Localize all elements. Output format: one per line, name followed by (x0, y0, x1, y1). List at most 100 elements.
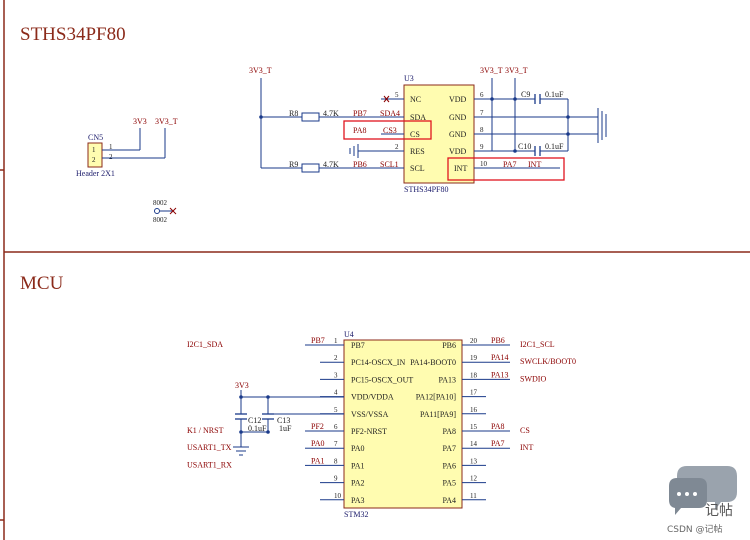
mcu-net-port: PA14 (491, 353, 509, 362)
c12-ref: C12 (248, 416, 261, 425)
sensor-pin-name: NC (410, 95, 421, 104)
mcu-pin-num: 2 (334, 354, 338, 362)
highlight-int-box (447, 157, 565, 181)
mcu-pin-name: PA7 (443, 444, 457, 453)
mcu-pin-name: VDD/VDDA (351, 393, 394, 402)
c10-value: 0.1uF (545, 142, 564, 151)
mcu-net-port: PF2 (311, 422, 324, 431)
mcu-net-port: PA13 (491, 370, 509, 379)
c9-ref: C9 (521, 90, 530, 99)
sensor-right-wiring (491, 78, 607, 152)
mcu-pin-name: PA5 (443, 479, 457, 488)
sensor-pin-num: 9 (480, 143, 484, 151)
mcu-pin-num: 18 (470, 371, 478, 379)
mcu-net-label: USART1_RX (187, 460, 232, 469)
junction-dot (566, 115, 570, 119)
c13-ref: C13 (277, 416, 290, 425)
net-port-pa7: PA7 (503, 160, 517, 169)
r9-value: 4.7K (323, 160, 339, 169)
mcu-pin-num: 16 (470, 406, 478, 414)
mcu-pin-num: 17 (470, 389, 478, 397)
mcu-pin-name: PA2 (351, 479, 365, 488)
mcu-pin-name: PA12[PA10] (416, 393, 457, 402)
junction-dot (490, 97, 494, 101)
sensor-pin-num: 10 (480, 160, 488, 168)
junction-dot (513, 97, 517, 101)
section-title-sensor: STHS34PF80 (20, 24, 126, 45)
mcu-pin-name: PA8 (443, 427, 457, 436)
watermark: 记帖 CSDN @记帖 (667, 466, 737, 535)
cn5-pin-label: 1 (92, 146, 96, 154)
sensor-pin-name: GND (449, 113, 467, 122)
cn5-pin-num: 2 (109, 153, 113, 161)
no-connect-marker (383, 95, 390, 103)
res-ground-symbol (349, 144, 381, 158)
sensor-pin-name: GND (449, 130, 467, 139)
sensor-pin-num: 6 (480, 91, 484, 99)
mcu-ref: U4 (344, 330, 354, 339)
highlight-cs-box (343, 120, 432, 140)
mcu-net-port: PA1 (311, 456, 325, 465)
sensor-pin-num: 5 (395, 91, 399, 99)
power-label-3v3t: 3V3_T (249, 66, 272, 75)
junction-dot (259, 115, 263, 119)
junction-dot (266, 395, 270, 399)
chat-bubble-icon (669, 478, 707, 515)
net-port-pb7: PB7 (353, 109, 367, 118)
mcu-pin-name: PA14-BOOT0 (410, 358, 456, 367)
mcu-pin-name: PB6 (442, 341, 456, 350)
mcu-pin-num: 11 (470, 492, 477, 500)
mcu-pin-name: PF2-NRST (351, 427, 387, 436)
sensor-pin-name: CS (410, 130, 420, 139)
sensor-ic-body (403, 84, 475, 184)
sensor-pin-num: 8 (480, 126, 484, 134)
mcu-net-label: USART1_TX (187, 443, 232, 452)
c13-value: 1uF (279, 424, 292, 433)
mcu-pin-num: 4 (334, 389, 338, 397)
mcu-net-port: PA7 (491, 439, 505, 448)
cn5-ref: CN5 (88, 133, 103, 142)
sensor-ref: U3 (404, 74, 414, 83)
c10-ref: C10 (518, 142, 531, 151)
mcu-pin-name: PC14-OSCX_IN (351, 358, 405, 367)
r9-ref: R9 (289, 160, 298, 169)
cn5-part: Header 2X1 (76, 169, 115, 178)
mcu-net-port: PA8 (491, 422, 505, 431)
mcu-net-label: CS (520, 426, 530, 435)
mcu-pin-name: PB7 (351, 341, 365, 350)
junction-dot (239, 430, 243, 434)
power-label-3v3t: 3V3_T (480, 66, 503, 75)
net-port-pb6: PB6 (353, 160, 367, 169)
junction-dot (513, 149, 517, 153)
net-label-int: INT (528, 160, 541, 169)
mcu-pin-num: 12 (470, 475, 478, 483)
mcu-pin-num: 7 (334, 440, 338, 448)
mcu-net-label: SWDIO (520, 374, 546, 383)
junction-dot (266, 430, 270, 434)
net-label-scl1: SCL1 (380, 160, 399, 169)
mcu-pin-name: PA1 (351, 461, 365, 470)
mcu-pin-num: 10 (334, 492, 342, 500)
mcu-pin-num: 5 (334, 406, 338, 414)
r8-value: 4.7K (323, 109, 339, 118)
r8-ref: R8 (289, 109, 298, 118)
power-label-3v3: 3V3 (133, 117, 147, 126)
mcu-part: STM32 (344, 510, 368, 519)
resistor-r8: R8 4.7K (289, 109, 339, 122)
mcu-pin-num: 15 (470, 423, 478, 431)
testpoint-label: 8002 (153, 216, 168, 224)
mcu-pin-num: 19 (470, 354, 478, 362)
testpoint-8002: 8002 8002 (153, 199, 177, 224)
mcu-pin-name: PA4 (443, 496, 457, 505)
sensor-pin-num: 7 (480, 109, 484, 117)
mcu-pin-name: PA11[PA9] (420, 410, 456, 419)
mcu-pin-name: PA3 (351, 496, 365, 505)
sensor-left-wiring (260, 78, 381, 169)
mcu-net-label: I2C1_SCL (520, 340, 555, 349)
sensor-pin-num: 2 (395, 143, 399, 151)
mcu-pin-name: PC15-OSCX_OUT (351, 375, 413, 384)
power-label-3v3t: 3V3_T (155, 117, 178, 126)
sensor-pin-name: SCL (410, 164, 425, 173)
